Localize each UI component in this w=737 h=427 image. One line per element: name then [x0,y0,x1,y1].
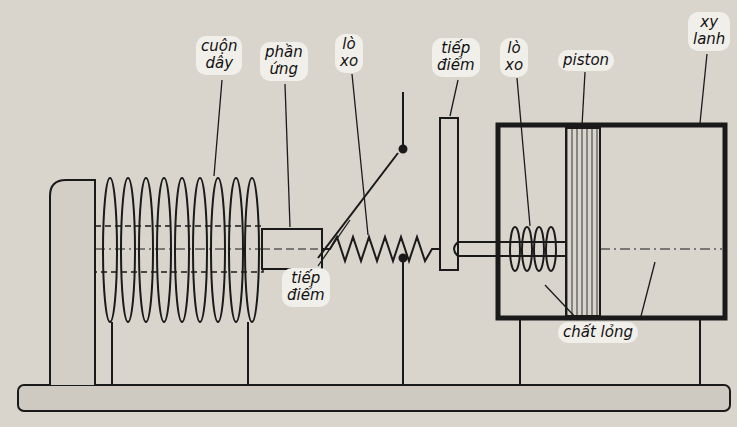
piston-rod [458,241,566,243]
piston-rod [454,242,458,256]
coil-support [247,322,249,385]
piston-rod [458,255,566,257]
moving-contact [318,153,398,258]
cylinder-leg [699,320,701,385]
axis-line [600,249,722,250]
piston [566,128,600,316]
contact-plate [440,118,458,270]
coil-support [111,322,113,385]
base-plate [18,385,730,411]
spring [322,237,440,261]
part-label: phần ứng [260,42,308,81]
axis-line [262,249,322,250]
contact-point [400,146,407,153]
part-label: cuộn dây [196,36,242,75]
part-label: xy lanh [688,12,730,51]
fixed-contact [402,92,404,146]
part-label: chất lỏng [558,322,638,343]
armature [262,229,322,269]
spring [510,227,556,271]
part-label: lò xo [335,34,363,73]
part-label: tiếp điểm [432,38,480,77]
frame [50,180,95,385]
cylinder-leg [519,320,521,385]
part-label: lò xo [500,38,528,77]
leader-lines [214,54,707,320]
part-label: piston [558,50,614,71]
coil-winding [103,178,259,322]
fixed-contact [402,261,404,385]
cylinder [498,125,725,318]
part-label: tiếp điểm [282,268,330,307]
contact-point [400,255,407,262]
